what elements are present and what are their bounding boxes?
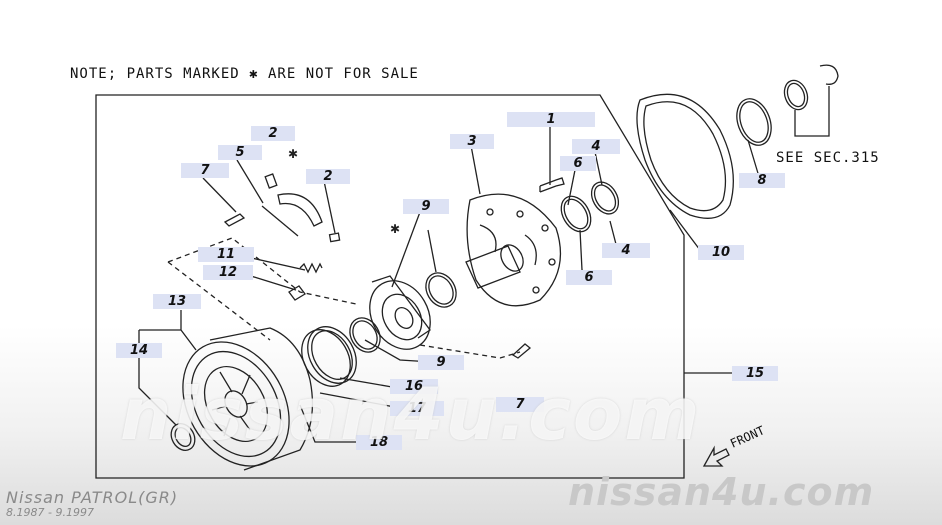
callout-14[interactable]: 14 (116, 343, 162, 358)
note-text: NOTE; PARTS MARKED ✱ ARE NOT FOR SALE (70, 66, 419, 82)
brand-logo: nissan4u.com (568, 470, 875, 514)
callout-7b[interactable]: 7 (496, 397, 544, 412)
callout-12[interactable]: 12 (203, 265, 253, 280)
callout-18[interactable]: 18 (356, 435, 402, 450)
callout-1[interactable]: 1 (507, 112, 595, 127)
asterisk-marker-icon: ✱ (390, 222, 400, 236)
assembly-frame (95, 94, 685, 479)
front-arrow-icon (702, 445, 730, 467)
callout-6a[interactable]: 6 (560, 156, 596, 171)
callout-9b[interactable]: 9 (418, 355, 464, 370)
callout-2b[interactable]: 2 (306, 169, 350, 184)
callout-4b[interactable]: 4 (602, 243, 650, 258)
callout-8[interactable]: 8 (739, 173, 785, 188)
model-name: Nissan PATROL(GR) (6, 488, 179, 507)
see-section-link[interactable]: SEE SEC.315 (776, 150, 880, 166)
callout-13[interactable]: 13 (153, 294, 201, 309)
callout-10[interactable]: 10 (698, 245, 744, 260)
callout-9a[interactable]: 9 (403, 199, 449, 214)
callout-11[interactable]: 11 (198, 247, 254, 262)
callout-2a[interactable]: 2 (251, 126, 295, 141)
date-range: 8.1987 - 9.1997 (6, 506, 94, 519)
callout-15[interactable]: 15 (732, 366, 778, 381)
callout-7a[interactable]: 7 (181, 163, 229, 178)
callout-6b[interactable]: 6 (566, 270, 612, 285)
callout-4a[interactable]: 4 (572, 139, 620, 154)
callout-16[interactable]: 16 (390, 379, 438, 394)
watermark: nissan4u.com (120, 372, 702, 456)
callout-17[interactable]: 17 (390, 401, 444, 416)
callout-5[interactable]: 5 (218, 145, 262, 160)
asterisk-marker-icon: ✱ (288, 147, 298, 161)
callout-3[interactable]: 3 (450, 134, 494, 149)
